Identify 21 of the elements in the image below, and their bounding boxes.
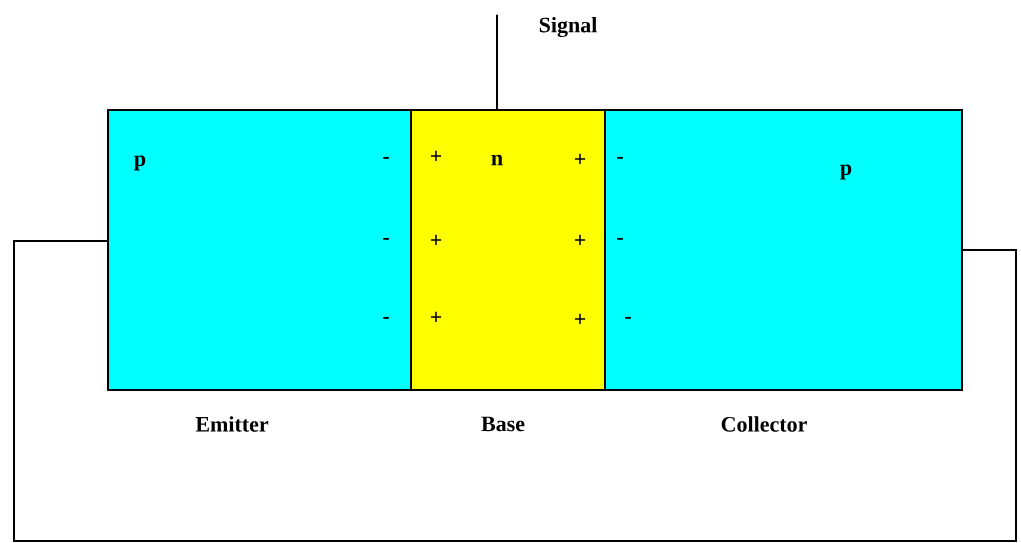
charge-sign: - [383,237,389,240]
charge-sign: + [574,313,586,325]
wire [496,13,498,110]
charge-sign: - [625,316,631,319]
charge-sign: - [383,156,389,159]
region-name: Base [481,416,525,432]
charge-sign: + [574,234,586,246]
charge-sign: - [383,316,389,319]
doping-label: p [134,155,146,171]
region-name: Collector [721,416,807,432]
doping-label: p [840,164,852,180]
doping-label: n [491,154,503,166]
charge-sign: - [617,237,623,240]
charge-sign: - [617,156,623,159]
wire [13,240,1017,542]
charge-sign: + [430,311,442,323]
charge-sign: + [430,150,442,162]
terminal-label: Signal [539,16,597,38]
charge-sign: + [430,234,442,246]
region-name: Emitter [195,416,269,432]
charge-sign: + [574,153,586,165]
